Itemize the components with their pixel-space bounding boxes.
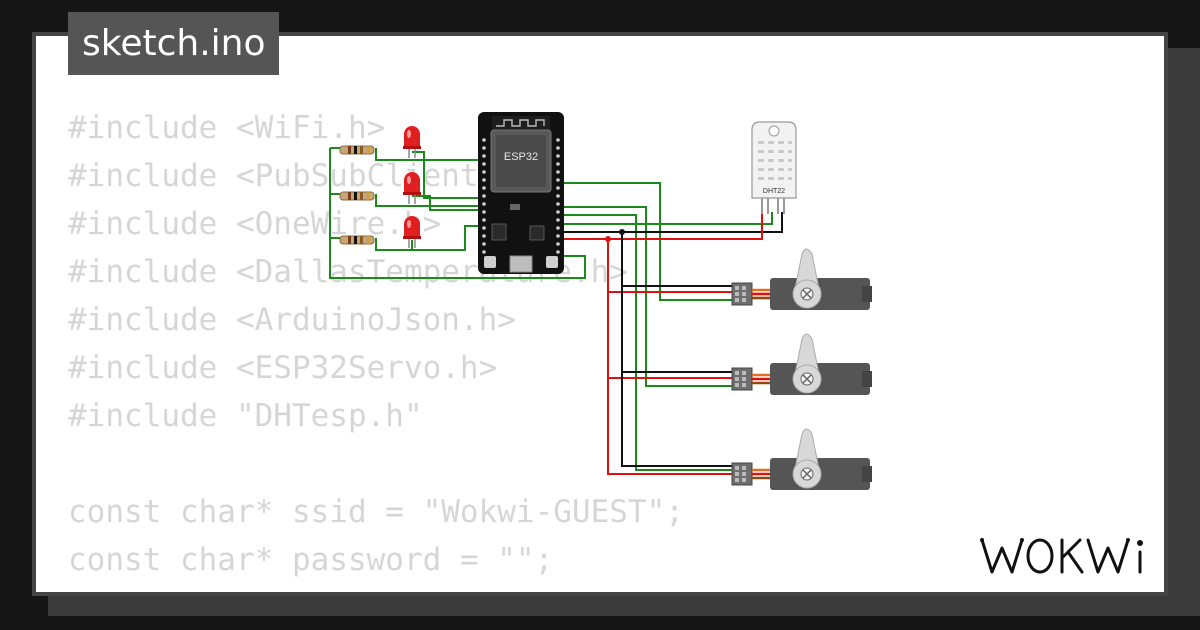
code-line: const char* ssid = "Wokwi-GUEST"; xyxy=(68,494,684,530)
dht22-sensor[interactable]: DHT22 xyxy=(751,121,797,214)
filename-tab: sketch.ino xyxy=(68,12,280,75)
red-led[interactable] xyxy=(403,126,421,158)
red-led[interactable] xyxy=(403,216,421,248)
board-label: ESP32 xyxy=(504,151,538,163)
code-card: #include <WiFi.h> #include <PubSubClient… xyxy=(32,32,1168,596)
red-led[interactable] xyxy=(403,172,421,204)
code-line: const char* password = ""; xyxy=(68,542,554,578)
servo-motor[interactable] xyxy=(731,248,872,310)
esp32-board[interactable]: ESP32 xyxy=(478,112,564,274)
code-line: #include <ESP32Servo.h> xyxy=(68,350,498,386)
sensor-label: DHT22 xyxy=(763,188,785,195)
code-line: const char* mqtt_server = "broker.hivemq… xyxy=(68,588,927,592)
servo-motor[interactable] xyxy=(731,428,872,490)
code-line: #include "DHTesp.h" xyxy=(68,398,423,434)
resistor[interactable] xyxy=(339,145,375,155)
resistor[interactable] xyxy=(339,235,375,245)
wokwi-logo xyxy=(980,538,1143,574)
resistor[interactable] xyxy=(339,191,375,201)
code-line: #include <WiFi.h> xyxy=(68,110,386,146)
servo-motor[interactable] xyxy=(731,333,872,395)
wires xyxy=(329,147,783,475)
code-line: #include <ArduinoJson.h> xyxy=(68,302,516,338)
